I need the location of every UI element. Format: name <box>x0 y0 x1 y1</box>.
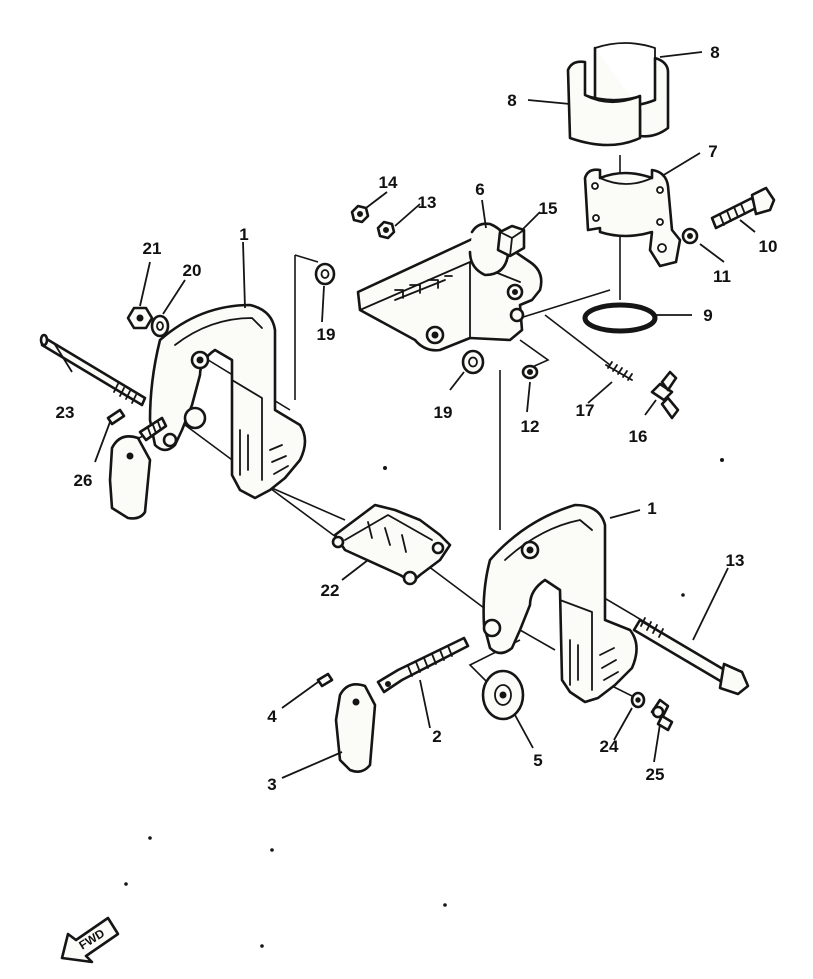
callout-1-left: 1 <box>239 225 248 244</box>
clamp-handle-3 <box>334 683 377 773</box>
washer-11 <box>681 227 699 245</box>
callout-19-left: 19 <box>317 325 336 344</box>
callout-12: 12 <box>521 417 540 436</box>
bolt-18 <box>632 617 750 696</box>
washer-19-lower <box>461 349 485 375</box>
clamp-pad-5 <box>481 669 525 721</box>
callout-10: 10 <box>759 237 778 256</box>
callout-11: 11 <box>713 267 731 286</box>
callout-21: 21 <box>143 239 162 258</box>
screw-14 <box>350 204 370 224</box>
wing-nut-25 <box>650 698 674 732</box>
pin-26 <box>106 408 126 426</box>
fwd-direction-arrow: FWD <box>60 916 120 964</box>
clamp-cap <box>583 168 682 268</box>
nut-12 <box>521 364 539 380</box>
callout-3: 3 <box>267 775 276 794</box>
callout-17: 17 <box>576 401 595 420</box>
washer-19-upper <box>314 262 336 286</box>
callout-22: 22 <box>321 581 340 600</box>
callout-4: 4 <box>267 707 277 726</box>
callout-9: 9 <box>703 306 712 325</box>
callout-20: 20 <box>183 261 202 280</box>
o-ring <box>582 302 658 334</box>
spring-17 <box>605 361 633 381</box>
leader-lines <box>53 51 756 779</box>
clamp-bracket-left <box>148 303 307 500</box>
callout-2: 2 <box>432 727 441 746</box>
clamp-bracket-right <box>482 503 638 704</box>
scan-specks <box>124 458 724 948</box>
pin-4 <box>316 672 334 688</box>
callout-8-left: 8 <box>507 91 516 110</box>
callout-14: 14 <box>379 173 398 192</box>
callout-15: 15 <box>539 199 558 218</box>
callout-5: 5 <box>533 751 542 770</box>
bolt-10 <box>710 186 776 230</box>
wing-nut-16 <box>650 370 680 420</box>
callout-13-top: 13 <box>418 193 437 212</box>
cap-15 <box>496 224 526 258</box>
callout-16: 16 <box>629 427 648 446</box>
callout-numbers: 1 1 2 3 4 5 6 7 8 8 9 10 11 12 13 13 14 … <box>56 43 778 794</box>
callout-8-right: 8 <box>710 43 719 62</box>
rod-23 <box>39 333 147 407</box>
nut-21 <box>126 306 154 330</box>
clamp-screw-2 <box>376 636 470 694</box>
thrust-holder-22 <box>331 503 452 586</box>
nut-13 <box>376 220 396 240</box>
callout-24: 24 <box>600 737 619 756</box>
callout-13-right: 13 <box>726 551 745 570</box>
washer-20 <box>150 314 170 338</box>
callout-25: 25 <box>646 765 665 784</box>
callout-19-right: 19 <box>434 403 453 422</box>
callout-7: 7 <box>708 142 717 161</box>
callout-26: 26 <box>74 471 93 490</box>
callout-23: 23 <box>56 403 75 422</box>
callout-1-right: 1 <box>647 499 656 518</box>
washer-24 <box>630 691 646 709</box>
callout-6: 6 <box>475 180 484 199</box>
clamp-handle-left <box>108 416 168 520</box>
bushing-half-lower <box>566 60 642 147</box>
